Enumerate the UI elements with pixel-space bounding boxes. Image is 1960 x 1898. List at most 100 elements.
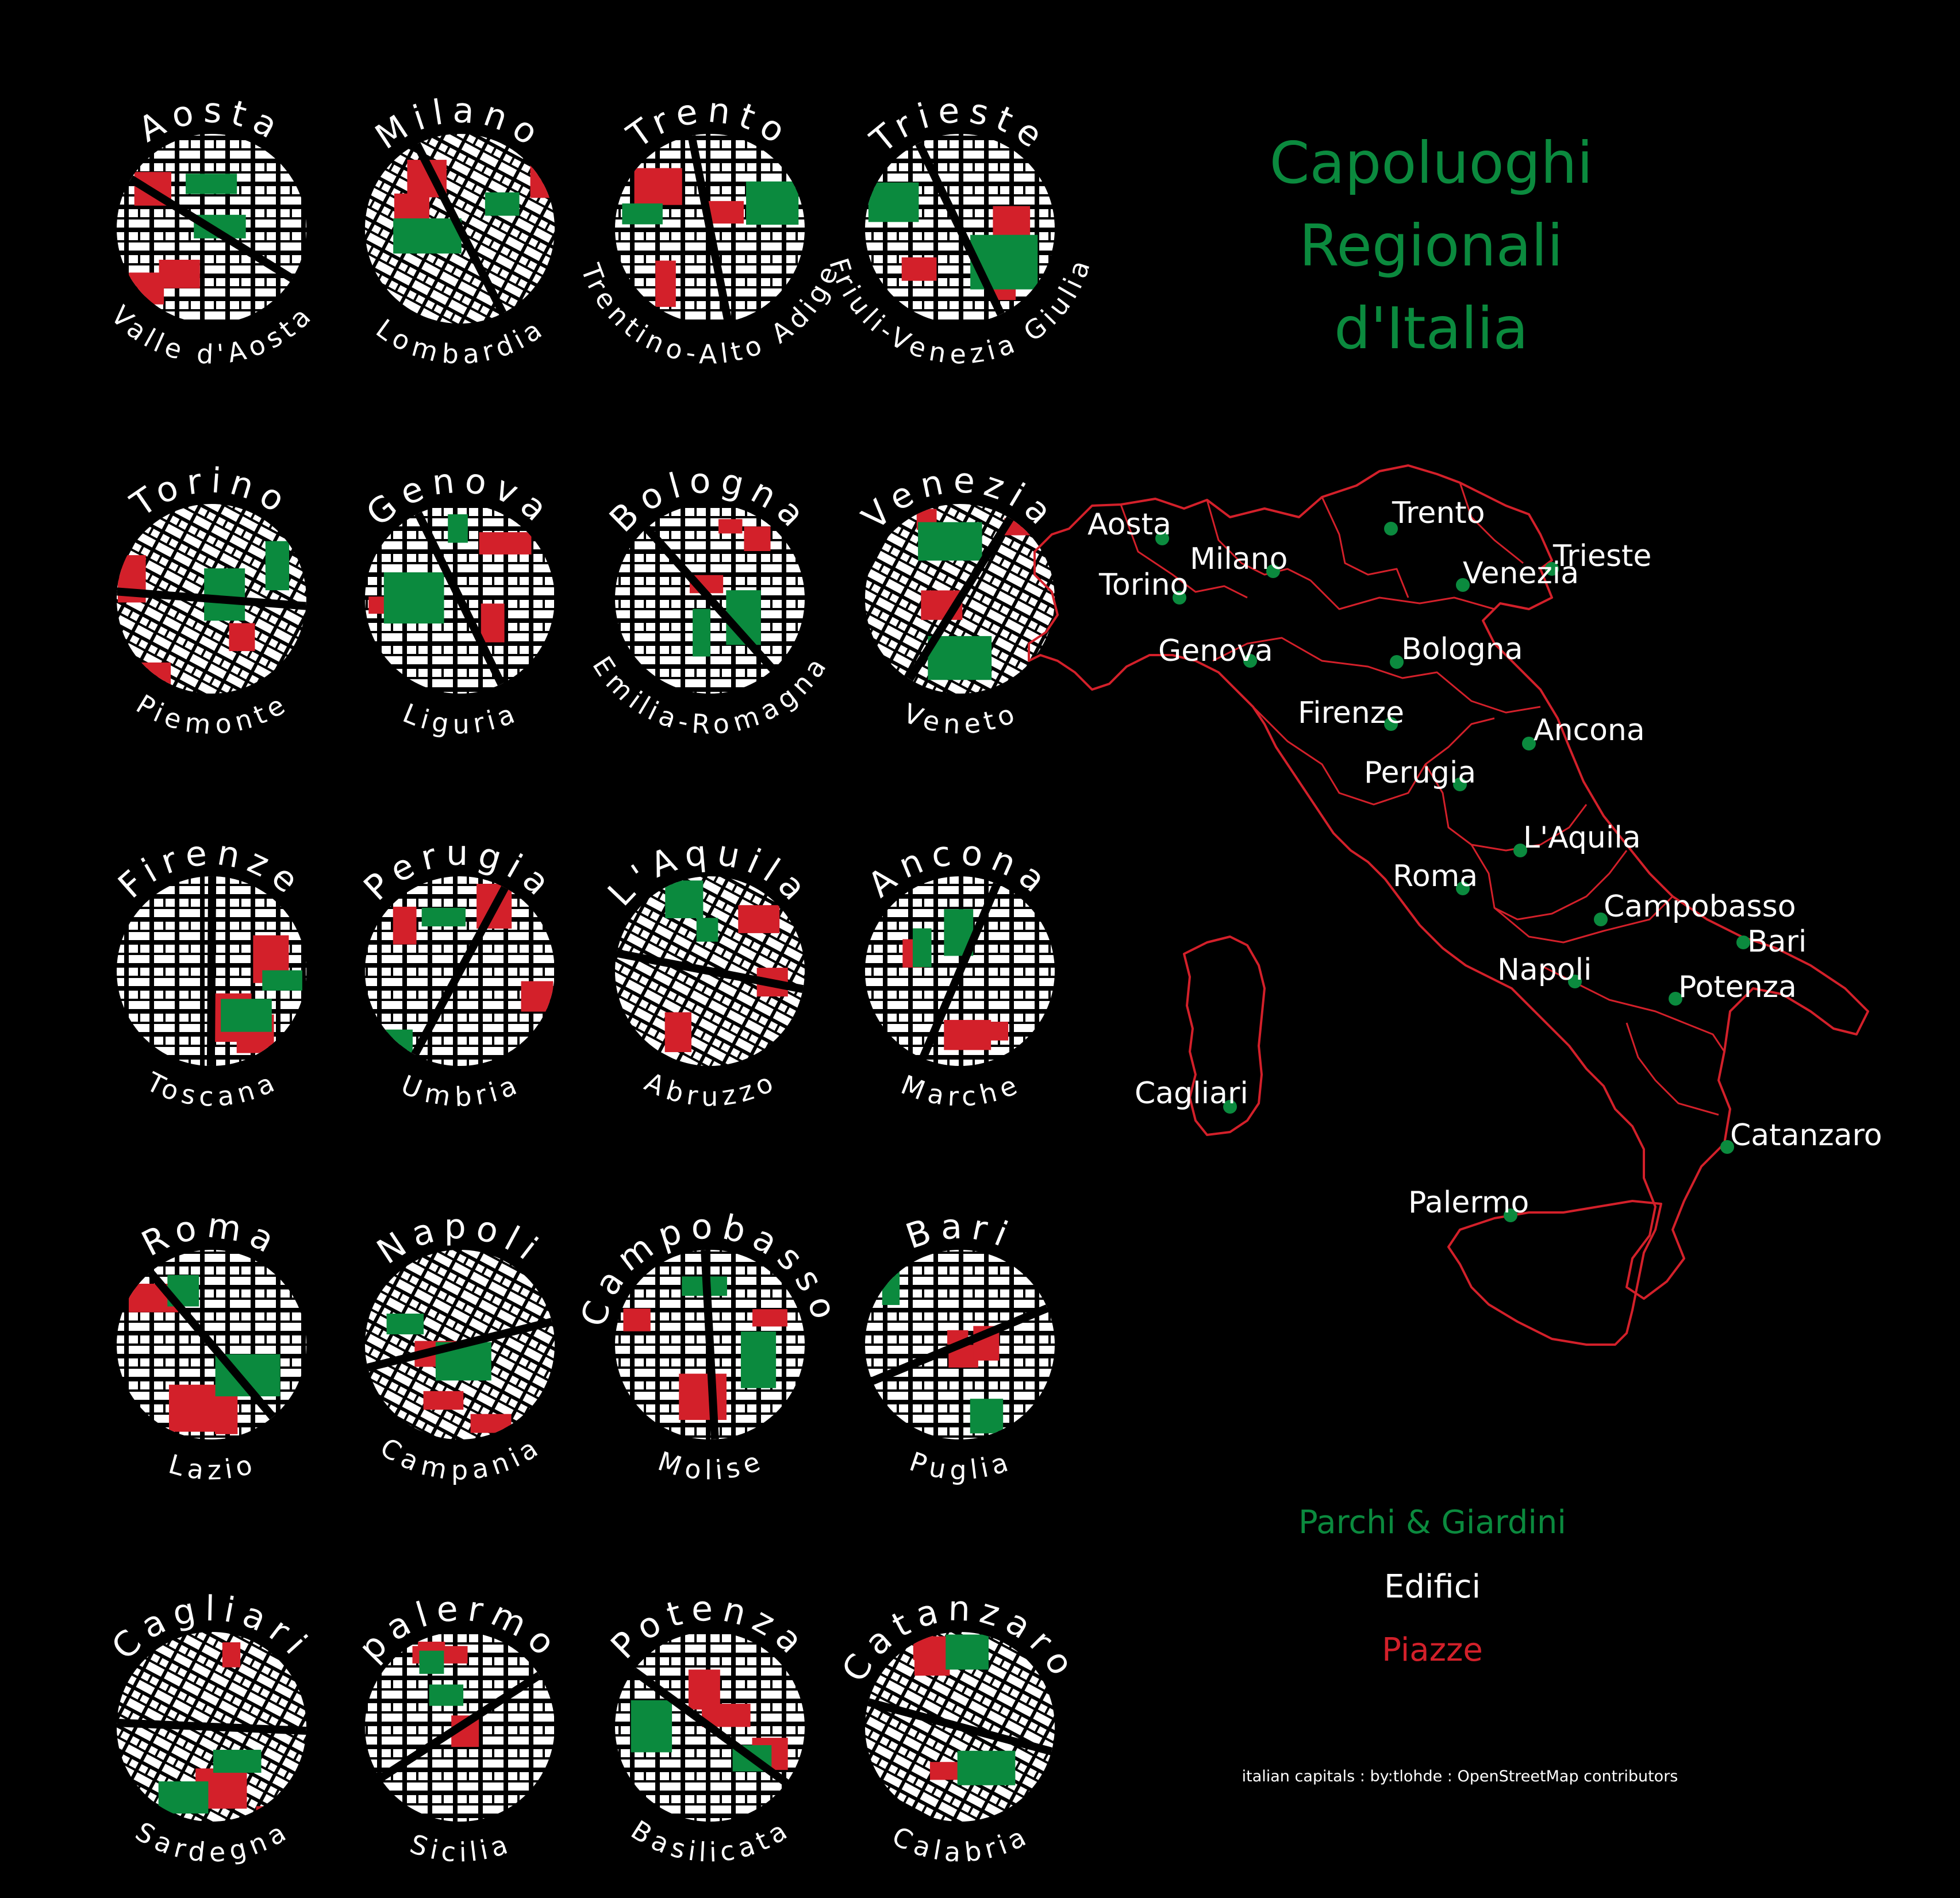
title-line-1: Capoluoghi [1270, 129, 1593, 197]
roma-square [168, 1384, 222, 1432]
bari-park [882, 1262, 900, 1306]
genova-park [448, 514, 468, 543]
napoli-square [423, 1391, 464, 1410]
potenza-main-street [631, 1667, 789, 1787]
ancona-main-street [918, 882, 1001, 1060]
region-name-toscana: Toscana [141, 1066, 281, 1112]
map-label-catanzaro: Catanzaro [1730, 1118, 1882, 1153]
trento-park [746, 181, 799, 225]
poster-title: Capoluoghi Regionali d'Italia [1270, 129, 1593, 362]
campobasso-map-features [623, 1250, 787, 1439]
campobasso-square [752, 1309, 787, 1327]
trieste-map-features [868, 141, 1038, 316]
genova-map-features [368, 511, 532, 686]
venezia-park [928, 636, 992, 680]
perugia-main-street [411, 886, 509, 1057]
region-name-path-piemonte: Piemonte [131, 688, 290, 741]
catanzaro-park [946, 1634, 989, 1670]
region-name-sardegna: Sardegna [130, 1816, 293, 1868]
torino-square [130, 662, 171, 692]
milano-main-street [413, 142, 507, 315]
map-label-bari: Bari [1747, 925, 1807, 959]
cagliari-map-features [117, 1642, 306, 1821]
region-name-path-lazio: Lazio [165, 1448, 255, 1485]
map-label-bologna: Bologna [1401, 632, 1523, 667]
italy-mainland-outline [1028, 464, 1869, 1300]
campobasso-square [679, 1373, 727, 1420]
potenza-map-features [631, 1667, 789, 1787]
trieste-park [868, 182, 919, 222]
map-label-venezia: Venezia [1463, 556, 1579, 591]
map-label-torino: Torino [1098, 568, 1188, 602]
milano-park [485, 192, 520, 216]
italy-map: Aosta Trento Milano Trieste Torino Venez… [1028, 464, 1882, 1346]
region-name-basilicata: Basilicata [625, 1814, 794, 1868]
perugia-square [393, 906, 417, 945]
sicily-outline [1447, 1200, 1662, 1346]
region-name-puglia: Puglia [906, 1446, 1014, 1485]
torino-main-street [117, 587, 306, 610]
region-name-lazio: Lazio [165, 1448, 258, 1485]
trieste-main-street [915, 141, 1005, 316]
perugia-park [421, 907, 466, 927]
map-label-firenze: Firenze [1298, 696, 1404, 730]
torino-square [229, 623, 255, 652]
ancona-square [944, 1019, 991, 1050]
trieste-square [993, 206, 1031, 236]
venezia-main-street [906, 516, 1014, 682]
region-name-sicilia: Sicilia [406, 1828, 514, 1868]
bologna-square [744, 526, 771, 552]
trento-square [708, 201, 744, 224]
firenze-park [262, 970, 302, 991]
genova-square [479, 532, 532, 555]
map-label-roma: Roma [1393, 859, 1478, 894]
map-label-perugia: Perugia [1364, 756, 1476, 790]
cagliari-park [158, 1781, 209, 1814]
region-name-molise: Molise [654, 1445, 766, 1486]
sardinia-outline [1183, 935, 1266, 1136]
map-label-napoli: Napoli [1497, 953, 1592, 987]
bologna-map-features [643, 519, 777, 672]
cagliari-park [213, 1750, 262, 1773]
napoli-main-street [367, 1318, 553, 1372]
attribution: italian capitals : by:tlohde : OpenStree… [1242, 1768, 1678, 1785]
map-label-palermo: Palermo [1408, 1185, 1529, 1220]
region-name-umbria: Umbria [397, 1069, 523, 1112]
venezia-park [918, 522, 982, 561]
ancona-park [912, 928, 932, 968]
catanzaro-map-features [867, 1632, 1053, 1785]
bari-main-street [871, 1304, 1049, 1385]
torino-park [204, 568, 245, 621]
region-name-calabria: Calabria [887, 1820, 1033, 1868]
venezia-map-features [906, 509, 1036, 682]
trento-square [655, 260, 676, 307]
firenze-park [221, 999, 272, 1032]
region-name-path-campania: Campania [375, 1431, 543, 1485]
aosta-square [129, 272, 164, 305]
region-name-path-sardegna: Sardegna [130, 1816, 290, 1868]
firenze-map-features [206, 876, 302, 1066]
trento-square [634, 168, 682, 205]
milano-park [393, 218, 462, 254]
napoli-park [386, 1314, 424, 1335]
region-name-campania: Campania [375, 1431, 545, 1485]
legend-buildings: Edifici [1384, 1568, 1481, 1606]
legend: Parchi & Giardini Edifici Piazze [1298, 1504, 1566, 1669]
region-name-path-molise: Molise [654, 1445, 764, 1486]
palermo-map-features [378, 1641, 542, 1782]
region-name-abruzzo: Abruzzo [640, 1066, 779, 1112]
catanzaro-main-street [867, 1698, 1053, 1755]
bologna-park [693, 609, 710, 657]
milano-map-features [393, 142, 550, 315]
